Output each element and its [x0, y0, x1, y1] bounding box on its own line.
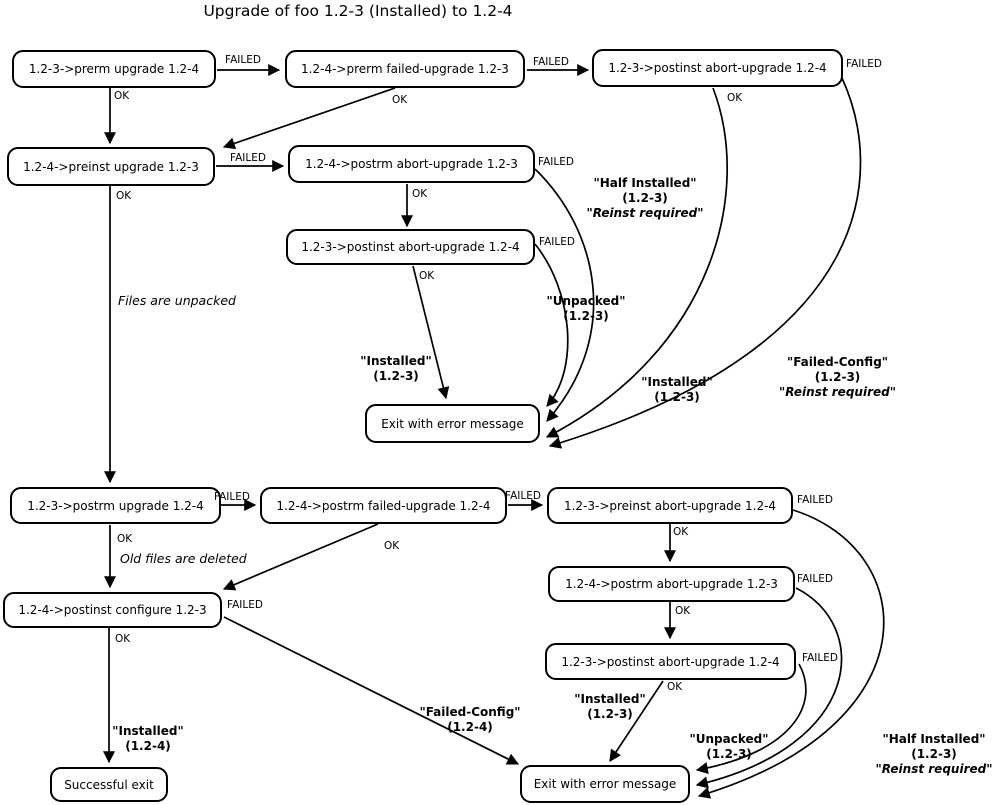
state-installed-bottom: "Installed" (1.2-3): [560, 692, 660, 722]
state-line: "Failed-Config": [786, 355, 889, 369]
edge-label-failed: FAILED: [539, 236, 575, 248]
state-line: (1.2-3): [587, 707, 633, 721]
edge-label-failed: FAILED: [797, 494, 833, 506]
state-installed-124: "Installed" (1.2-4): [98, 724, 198, 754]
edge-label-ok: OK: [117, 533, 133, 545]
edge-postinst-abort-bottom-failed: [695, 663, 807, 774]
edge-label-failed: FAILED: [230, 152, 266, 164]
state-unpacked-bottom: "Unpacked" (1.2-3): [679, 732, 779, 762]
state-line: (1.2-3): [373, 369, 419, 383]
diagram-title: Upgrade of foo 1.2-3 (Installed) to 1.2-…: [203, 2, 513, 20]
state-line: "Installed": [574, 692, 646, 706]
edge-label-ok: OK: [667, 681, 683, 693]
state-line: (1.2-4): [125, 739, 171, 753]
edge-label-ok: OK: [384, 540, 400, 552]
state-line: (1.2-3): [622, 191, 668, 205]
state-line: (1.2-3): [563, 309, 609, 323]
edge-label-ok: OK: [116, 190, 132, 202]
state-installed-top-right: "Installed" (1.2-3): [627, 375, 727, 405]
state-line: "Failed-Config": [419, 705, 521, 719]
node-postinst-abort-bottom: 1.2-3->postinst abort-upgrade 1.2-4: [545, 643, 796, 680]
edge-label-failed: FAILED: [227, 599, 263, 611]
edge-prerm-failed-ok: [222, 87, 396, 150]
state-line: (1.2-3): [814, 370, 861, 384]
edge-label-ok: OK: [673, 526, 689, 538]
edge-postinst-abort-mid-ok: [412, 265, 450, 400]
edge-label-ok: OK: [115, 633, 131, 645]
edge-label-failed: FAILED: [225, 54, 261, 66]
state-failed-config-124: "Failed-Config" (1.2-4): [410, 705, 530, 735]
edge-preinst-abort-failed: [697, 509, 885, 799]
state-line: "Half Installed": [882, 732, 986, 746]
edge-postinst-configure-failed: [223, 616, 520, 765]
state-unpacked-top: "Unpacked" (1.2-3): [536, 294, 636, 324]
edge-label-ok: OK: [114, 90, 130, 102]
state-line: (1.2-4): [447, 720, 493, 734]
state-failed-config-top: "Failed-Config" (1.2-3) "Reinst required…: [755, 355, 920, 400]
node-postrm-abort-bottom: 1.2-4->postrm abort-upgrade 1.2-3: [548, 566, 795, 602]
edge-label-failed: FAILED: [505, 490, 541, 502]
edge-label-ok: OK: [675, 605, 691, 617]
edge-label-ok: OK: [419, 270, 435, 282]
state-installed-mid: "Installed" (1.2-3): [346, 354, 446, 384]
node-successful-exit: Successful exit: [50, 767, 168, 802]
node-preinst-upgrade: 1.2-4->preinst upgrade 1.2-3: [7, 147, 215, 186]
state-line: "Installed": [112, 724, 184, 738]
state-line: "Installed": [641, 375, 713, 389]
state-half-installed-bottom: "Half Installed" (1.2-3) "Reinst require…: [844, 732, 998, 777]
node-postrm-abort-top: 1.2-4->postrm abort-upgrade 1.2-3: [288, 145, 535, 183]
edge-postinst-abort-mid-failed: [534, 243, 569, 407]
state-half-installed-top: "Half Installed" (1.2-3) "Reinst require…: [555, 176, 735, 221]
node-prerm-failed-upgrade: 1.2-4->prerm failed-upgrade 1.2-3: [285, 50, 525, 88]
state-line: "Reinst required": [779, 385, 896, 399]
state-line: "Installed": [360, 354, 432, 368]
node-postrm-failed-upgrade: 1.2-4->postrm failed-upgrade 1.2-4: [260, 487, 507, 524]
state-line: "Reinst required": [875, 762, 993, 776]
edge-label-failed: FAILED: [846, 58, 882, 70]
edge-postinst-abort-top-ok: [545, 87, 729, 438]
edge-label-failed: FAILED: [214, 491, 250, 503]
edge-postinst-abort-top-failed: [548, 77, 862, 449]
node-preinst-abort: 1.2-3->preinst abort-upgrade 1.2-4: [547, 487, 793, 524]
annotation-old-files-deleted: Old files are deleted: [120, 551, 247, 566]
edge-postrm-failed-ok: [222, 523, 379, 591]
node-exit-error-top: Exit with error message: [365, 404, 540, 443]
state-line: "Half Installed": [593, 176, 697, 190]
node-postrm-upgrade: 1.2-3->postrm upgrade 1.2-4: [10, 487, 221, 524]
state-line: "Unpacked": [689, 732, 769, 746]
edge-label-ok: OK: [412, 188, 428, 200]
edge-postinst-abort-bottom-ok: [609, 680, 664, 763]
edge-postrm-abort-top-failed: [534, 168, 595, 422]
node-prerm-upgrade: 1.2-3->prerm upgrade 1.2-4: [12, 50, 216, 88]
edge-postrm-abort-bottom-failed: [695, 587, 843, 789]
node-postinst-configure: 1.2-4->postinst configure 1.2-3: [3, 592, 222, 628]
state-line: "Reinst required": [586, 206, 704, 220]
edge-label-failed: FAILED: [533, 56, 569, 68]
state-line: (1.2-3): [911, 747, 957, 761]
annotation-files-unpacked: Files are unpacked: [118, 293, 236, 308]
edge-label-ok: OK: [727, 92, 743, 104]
state-line: (1.2-3): [654, 390, 700, 404]
node-exit-error-bottom: Exit with error message: [520, 765, 690, 803]
edge-label-failed: FAILED: [538, 156, 574, 168]
edge-label-ok: OK: [392, 94, 408, 106]
node-postinst-abort-top: 1.2-3->postinst abort-upgrade 1.2-4: [592, 49, 843, 87]
state-line: (1.2-3): [706, 747, 752, 761]
node-postinst-abort-mid: 1.2-3->postinst abort-upgrade 1.2-4: [286, 229, 535, 265]
state-line: "Unpacked": [546, 294, 626, 308]
edge-label-failed: FAILED: [802, 652, 838, 664]
edge-label-failed: FAILED: [797, 573, 833, 585]
